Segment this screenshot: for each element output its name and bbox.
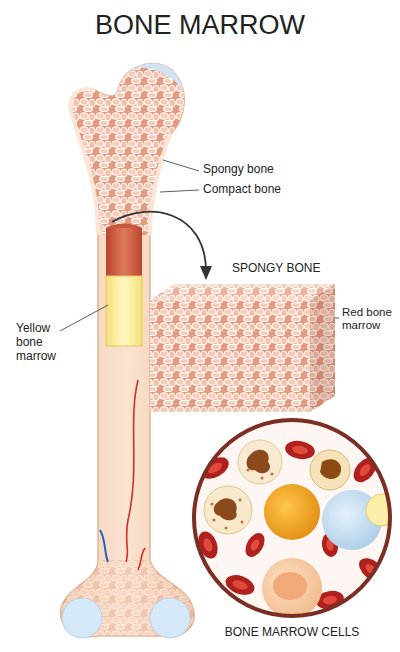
section-heading: BONE MARROW CELLS: [192, 626, 392, 640]
part-label: Spongy bone: [203, 163, 303, 177]
section-heading: SPONGY BONE: [232, 262, 352, 276]
part-label: Compact bone: [203, 183, 313, 197]
part-label: Red bone marrow: [342, 306, 396, 332]
part-label: Yellow bone marrow: [16, 322, 78, 363]
diagram-title: BONE MARROW: [0, 10, 400, 41]
